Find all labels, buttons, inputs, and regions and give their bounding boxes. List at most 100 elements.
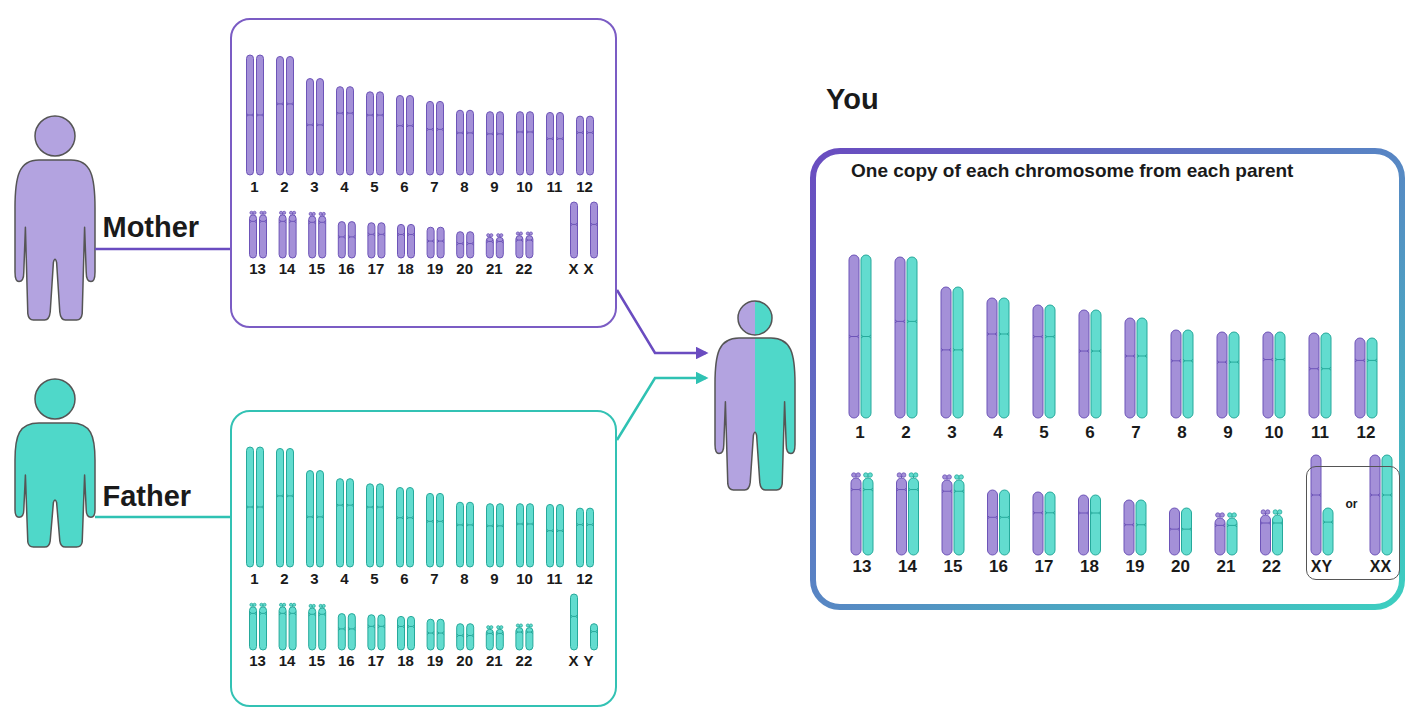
chromatid [1033,305,1043,418]
chromosome [577,116,584,175]
chromosome-label: XX [568,260,598,277]
chromosome-label: XY [568,652,598,669]
centromere [279,612,286,615]
chromatid [407,487,414,567]
centromere [557,529,564,532]
chromatid [467,502,474,567]
centromere [397,516,404,519]
chromosome-label: 11 [547,178,563,195]
chromatid [397,95,404,175]
centromere [1136,523,1146,526]
chromosome-label: 4 [993,424,1002,443]
chromosome [486,234,493,258]
chromosome-satellite [280,603,283,606]
chromosome [367,92,374,175]
chromatid [1091,495,1101,555]
centromere [527,522,534,525]
chromosome-satellite [852,473,856,477]
chromosome [1215,513,1225,555]
chromosome [1370,455,1380,555]
chromatid [1000,490,1010,555]
person-body [15,160,95,320]
chromosome-label: 13 [853,558,872,577]
centromere [250,612,257,615]
chromosome-satellite [490,626,493,629]
chromosome-label: 12 [576,178,593,195]
chromosome [953,287,963,418]
chromosome [427,227,434,258]
chromatid [1079,495,1089,555]
chromosome [591,202,598,258]
centromere [287,102,294,105]
chromosome-satellite [312,212,315,215]
chromosome [1367,338,1377,418]
centromere [1215,524,1225,527]
chromosome [398,616,405,650]
chromosome-satellite [529,624,532,627]
chromatid [1275,332,1285,418]
centromere [895,320,905,323]
chromosome-label: 22 [516,652,533,669]
chromatid [999,298,1009,418]
chromosome-label: 8 [1177,424,1186,443]
chromatid [407,95,414,175]
centromere [257,114,264,117]
chromosome [1137,318,1147,418]
chromosome-label: 10 [516,178,533,195]
chromatid [307,471,314,567]
chromosome-label: 22 [516,260,533,277]
chromosome-satellite [1261,510,1265,514]
centromere [953,348,963,351]
chromosome [407,95,414,175]
chromosome [287,448,294,567]
chromosome [378,615,385,650]
chromatid [1045,305,1055,418]
chromatid [1261,515,1271,555]
centromere [260,220,267,223]
chromosome [517,504,524,567]
centromere [1229,361,1239,364]
centromere [277,102,284,105]
chromatid [1229,332,1239,418]
chromosome-label: 3 [310,178,318,195]
chromosome [427,619,434,650]
chromatid [587,116,594,175]
centromere [942,490,952,493]
chromosome-label: 10 [1265,424,1284,443]
chromosome-label: 17 [368,260,385,277]
chromatid [1263,332,1273,418]
chromosome [1045,492,1055,555]
chromosome [591,624,598,650]
chromosome-satellite [519,624,522,627]
centromere [591,630,598,633]
centromere [988,516,998,519]
chromosome-label: 5 [370,178,378,195]
chromosome [457,110,464,175]
centromere [467,634,474,637]
chromosome-label: or [1346,498,1358,511]
chromatid [457,232,464,258]
centromere [526,239,533,242]
chromosome-satellite [290,211,293,214]
chromosome-label: 17 [368,652,385,669]
panel-border [813,151,1402,607]
chromosome-label: 18 [397,260,414,277]
chromatid [895,257,905,418]
chromosome-satellite [283,211,286,214]
chromatid [247,55,254,175]
chromosome [1355,338,1365,418]
centromere [250,220,257,223]
chromosome-satellite [487,626,490,629]
chromosome [289,603,296,650]
centromere [851,488,861,491]
centromere [1124,523,1134,526]
chromosome-satellite [526,232,529,235]
centromere [377,506,384,509]
chromatid [988,490,998,555]
chromosome [378,223,385,258]
chromosome [437,227,444,258]
centromere [1045,511,1055,514]
chromosome [861,255,871,418]
chromatid [1124,500,1134,555]
